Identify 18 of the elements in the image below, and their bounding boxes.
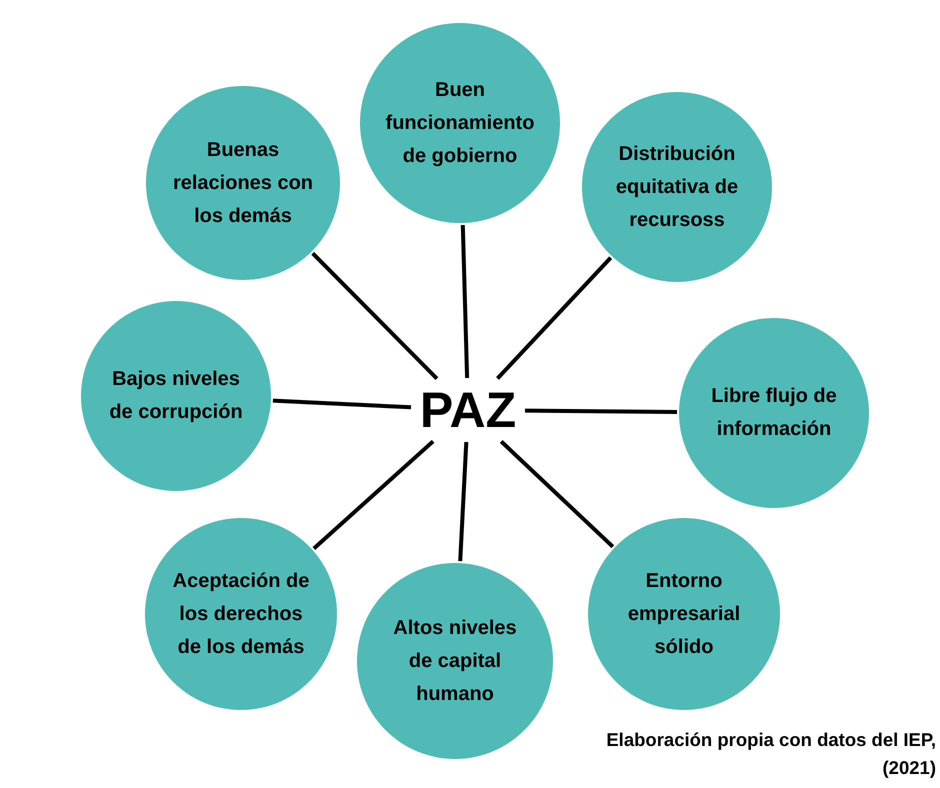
node-label: Aceptación de los derechos de los demás	[172, 568, 310, 660]
connector-line	[312, 440, 434, 550]
node-label: Libre flujo de información	[710, 384, 838, 442]
connector-line	[311, 252, 438, 380]
node-label: Bajos niveles de corrupción	[108, 367, 244, 425]
source-caption: Elaboración propia con datos del IEP, (2021)	[606, 728, 936, 780]
node-label: Altos niveles de capital humano	[392, 616, 518, 706]
node-label: Entorno empresarial sólido	[626, 568, 742, 660]
node-label: Distribución equitativa de recursoss	[614, 142, 740, 232]
connector-line	[500, 440, 614, 548]
node-label: Buen funcionamiento de gobierno	[385, 78, 535, 168]
connector-line	[272, 398, 412, 410]
node-label: Buenas relaciones con los demás	[172, 138, 314, 228]
central-title: PAZ	[420, 381, 516, 439]
connector-line	[460, 224, 470, 378]
connector-line	[458, 442, 468, 562]
connector-line	[524, 408, 678, 414]
connector-line	[496, 256, 612, 380]
